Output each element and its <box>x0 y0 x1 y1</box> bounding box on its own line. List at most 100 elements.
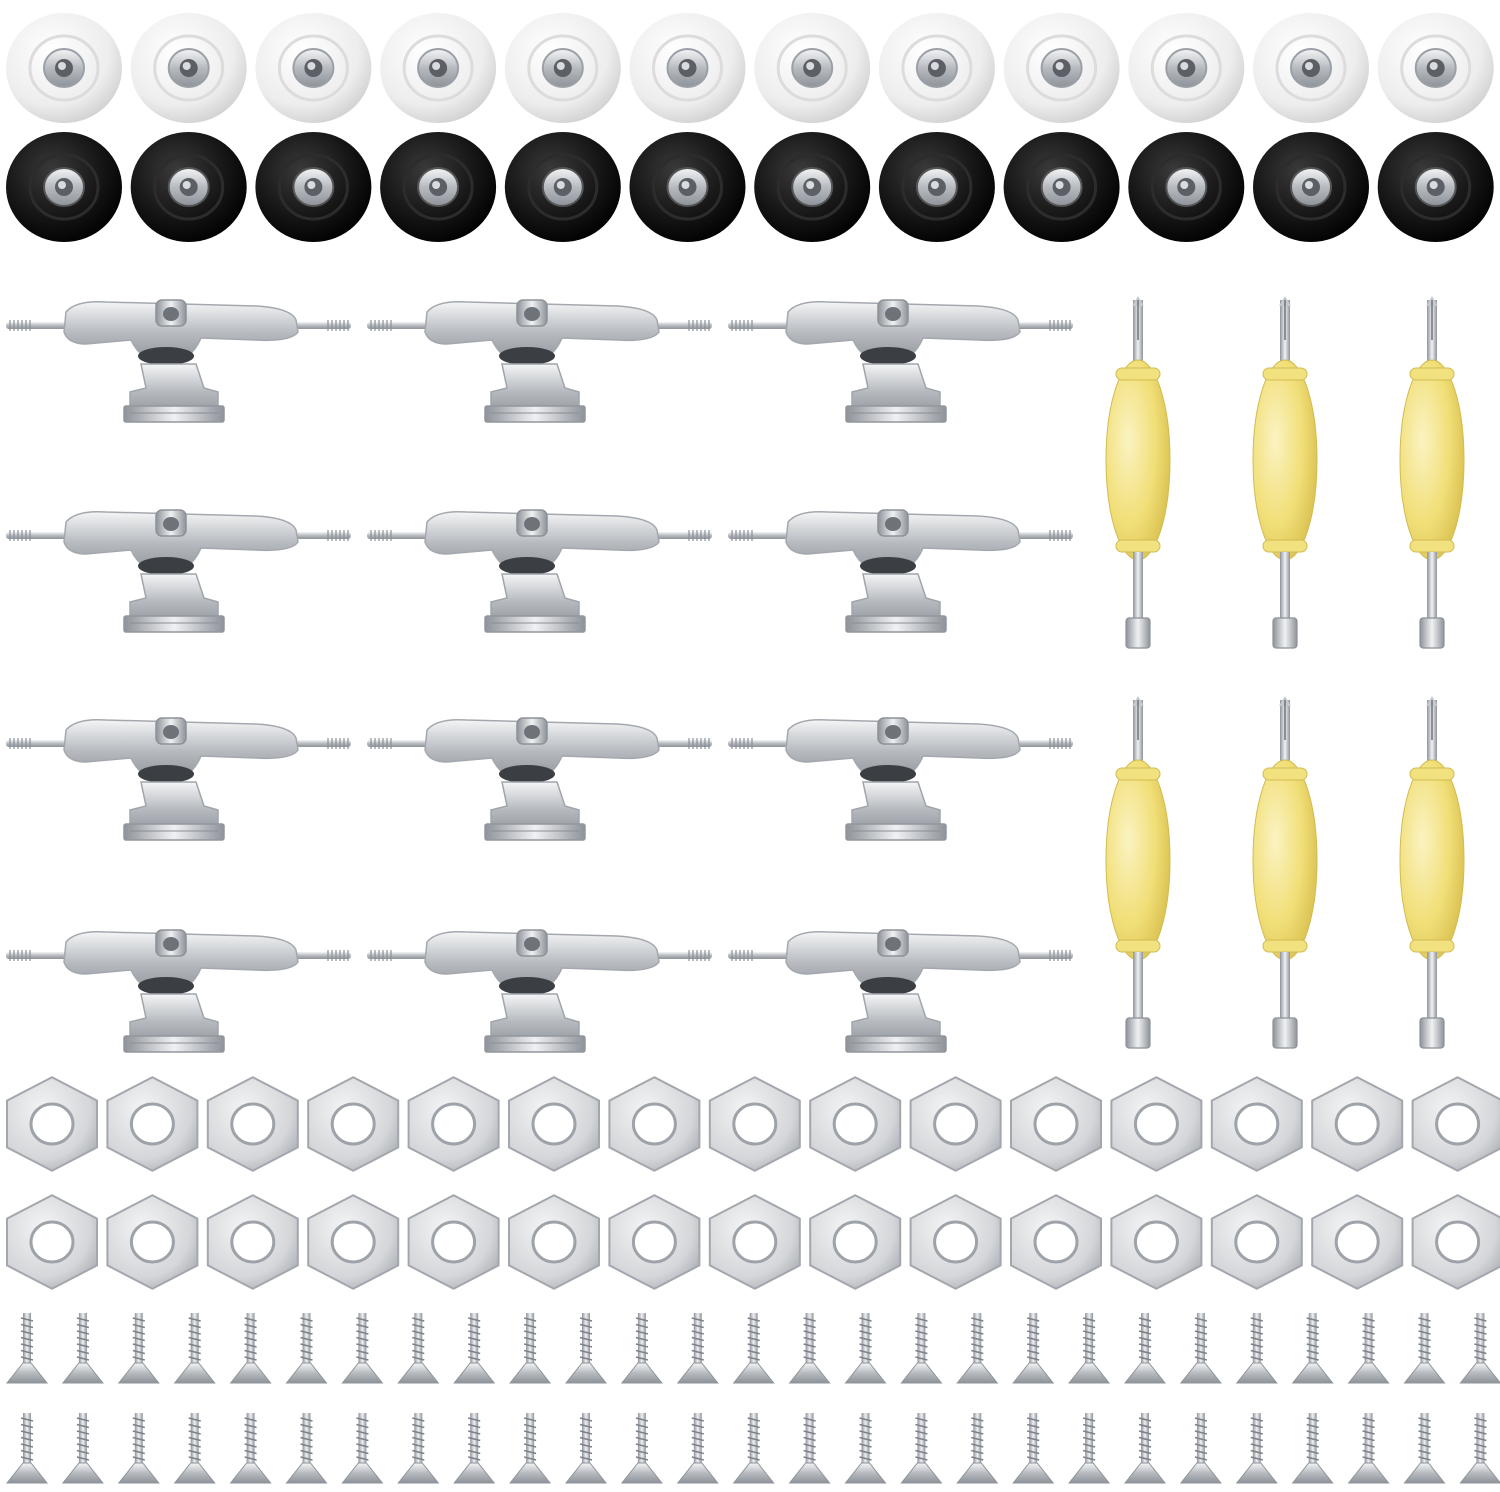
screw <box>1012 1313 1055 1384</box>
screw <box>1068 1313 1111 1384</box>
screw <box>117 1413 160 1484</box>
nut <box>708 1076 801 1172</box>
nut <box>1411 1194 1500 1290</box>
nut <box>6 1076 98 1172</box>
nut <box>1311 1076 1404 1172</box>
black-wheel <box>1003 132 1120 242</box>
screw <box>509 1413 552 1484</box>
white-wheel <box>130 13 247 123</box>
screw <box>61 1313 104 1384</box>
nut <box>708 1194 801 1290</box>
screw <box>453 1313 496 1384</box>
screw <box>788 1313 831 1384</box>
screw <box>1123 1413 1167 1484</box>
screw <box>1291 1413 1334 1484</box>
trucks-grid <box>6 299 1073 1053</box>
nut <box>608 1194 701 1290</box>
white-wheel <box>255 13 372 123</box>
white-wheel <box>504 13 621 123</box>
screw <box>1403 1313 1446 1384</box>
screw <box>397 1313 440 1384</box>
screw <box>620 1313 663 1384</box>
nut <box>206 1076 299 1172</box>
white-wheel <box>6 13 122 123</box>
black-wheel <box>1128 132 1245 242</box>
screw <box>173 1413 216 1484</box>
nut <box>809 1194 902 1290</box>
black-wheel <box>878 132 995 242</box>
screw <box>5 1413 49 1484</box>
white-wheel <box>1377 13 1494 123</box>
black-wheel <box>504 132 621 242</box>
screw <box>1459 1413 1500 1484</box>
screw <box>229 1313 272 1384</box>
tool <box>1252 696 1318 1049</box>
tool <box>1105 696 1171 1049</box>
screw <box>900 1413 943 1484</box>
truck <box>728 509 1073 633</box>
truck <box>728 929 1073 1053</box>
truck <box>728 299 1073 423</box>
screw <box>1012 1413 1055 1484</box>
tool <box>1105 296 1171 649</box>
truck <box>367 717 712 841</box>
screw <box>956 1413 999 1484</box>
truck <box>6 929 351 1053</box>
screw <box>341 1313 384 1384</box>
screw <box>900 1313 943 1384</box>
screw <box>229 1413 272 1484</box>
screw <box>732 1313 775 1384</box>
black-wheel <box>629 132 746 242</box>
screw <box>453 1413 496 1484</box>
black-wheel <box>255 132 372 242</box>
white-wheel <box>380 13 497 123</box>
screw <box>1179 1413 1222 1484</box>
white-wheel <box>1128 13 1245 123</box>
truck <box>6 299 351 423</box>
nut <box>1411 1076 1500 1172</box>
nut <box>307 1194 400 1290</box>
screw <box>117 1313 160 1384</box>
nut <box>407 1076 500 1172</box>
white-wheel <box>878 13 995 123</box>
black-wheel <box>380 132 497 242</box>
nut <box>307 1076 400 1172</box>
nut <box>1311 1194 1404 1290</box>
nut <box>1010 1194 1102 1290</box>
white-wheel <box>1253 13 1369 123</box>
nuts-rows <box>6 1076 1500 1290</box>
tool <box>1399 696 1465 1049</box>
screw <box>844 1413 887 1484</box>
screw <box>1179 1313 1222 1384</box>
truck <box>6 509 351 633</box>
screw <box>285 1313 328 1384</box>
nut <box>909 1076 1002 1172</box>
screw <box>676 1313 719 1384</box>
white-wheel <box>754 13 871 123</box>
screw <box>61 1413 104 1484</box>
white-wheel <box>1003 13 1120 123</box>
nut <box>6 1194 98 1290</box>
screw <box>5 1313 49 1384</box>
truck <box>367 299 712 423</box>
black-wheels-row <box>6 132 1494 242</box>
screw <box>1347 1313 1390 1384</box>
tools-group <box>1105 296 1465 1049</box>
nut <box>508 1076 600 1172</box>
white-wheel <box>629 13 746 123</box>
nut <box>1210 1194 1303 1290</box>
screw <box>1347 1413 1390 1484</box>
nut <box>1110 1076 1203 1172</box>
nut <box>508 1194 600 1290</box>
black-wheel <box>6 132 122 242</box>
nut <box>608 1076 701 1172</box>
screw <box>1068 1413 1111 1484</box>
screw <box>732 1413 775 1484</box>
screw <box>564 1413 608 1484</box>
screw <box>956 1313 999 1384</box>
black-wheel <box>1253 132 1369 242</box>
screw <box>1235 1413 1278 1484</box>
screw <box>1403 1413 1446 1484</box>
screw <box>620 1413 663 1484</box>
